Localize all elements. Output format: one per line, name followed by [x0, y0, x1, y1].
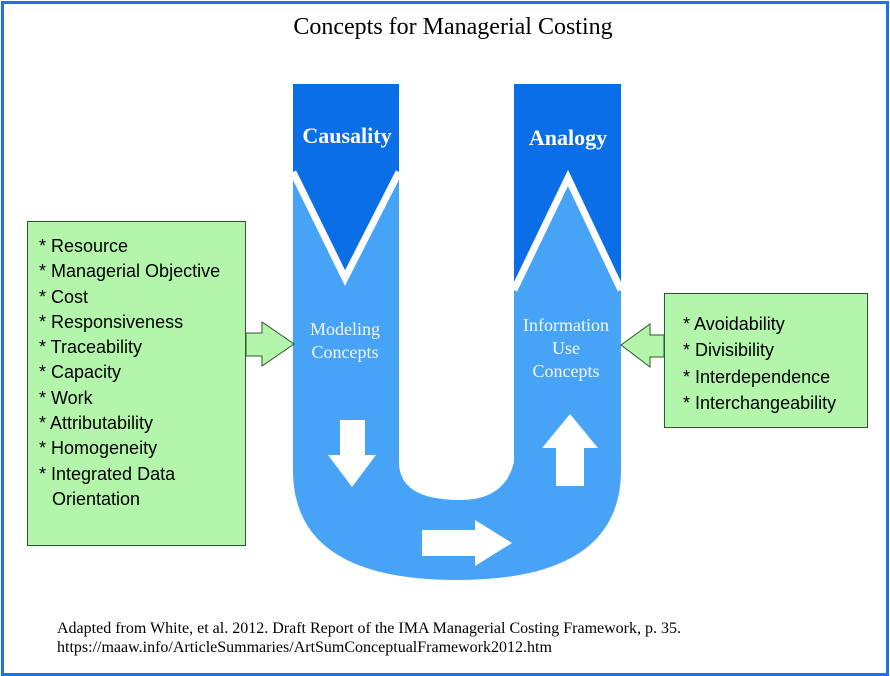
analogy-header: [514, 84, 621, 290]
right-arrow: [422, 520, 512, 566]
list-item: * Responsiveness: [39, 311, 184, 332]
list-item: * Traceability: [39, 337, 143, 358]
list-item: * Avoidability: [683, 314, 785, 334]
diagram-title: Concepts for Managerial Costing: [293, 14, 613, 40]
causality-chevron: [289, 170, 403, 286]
list-item: * Cost: [39, 286, 89, 307]
modeling-concepts-box: * Resource * Managerial Objective * Cost…: [27, 221, 246, 546]
list-item: * Attributability: [39, 413, 154, 434]
list-item: * Interchangeability: [683, 392, 837, 413]
list-item: * Interdependence: [683, 366, 831, 387]
information-use-concepts-label: Information Use Concepts: [508, 314, 624, 383]
down-arrow: [328, 420, 376, 487]
analogy-label: Analogy: [528, 125, 608, 150]
information-use-concepts-box: * Avoidability * Divisibility * Interdep…: [664, 293, 868, 428]
info-use-label-line: Use: [552, 338, 580, 358]
list-item: * Work: [39, 387, 93, 408]
info-use-label-line: Concepts: [532, 361, 600, 381]
modeling-label-line: Modeling: [310, 319, 380, 339]
left-box-arrow: [245, 321, 295, 367]
analogy-chevron: [510, 169, 625, 292]
causality-label: Causality: [302, 123, 392, 148]
list-item: * Resource: [39, 236, 129, 256]
citation-source: Adapted from White, et al. 2012. Draft R…: [57, 620, 682, 637]
list-item: * Divisibility: [683, 340, 775, 361]
modeling-label-line: Concepts: [311, 342, 379, 362]
list-item: * Capacity: [39, 362, 122, 383]
causality-header: [293, 84, 399, 278]
modeling-concepts-label: Modeling Concepts: [293, 318, 397, 364]
list-item: * Managerial Objective: [39, 261, 221, 282]
info-use-label-line: Information: [523, 315, 609, 335]
citation: Adapted from White, et al. 2012. Draft R…: [57, 619, 681, 657]
citation-url: https://maaw.info/ArticleSummaries/ArtSu…: [57, 639, 552, 656]
list-item: * Homogeneity: [39, 438, 158, 459]
up-arrow: [542, 414, 598, 486]
right-box-arrow: [620, 323, 665, 369]
list-item: * Integrated Data: [39, 463, 176, 484]
list-item: Orientation: [52, 488, 141, 509]
